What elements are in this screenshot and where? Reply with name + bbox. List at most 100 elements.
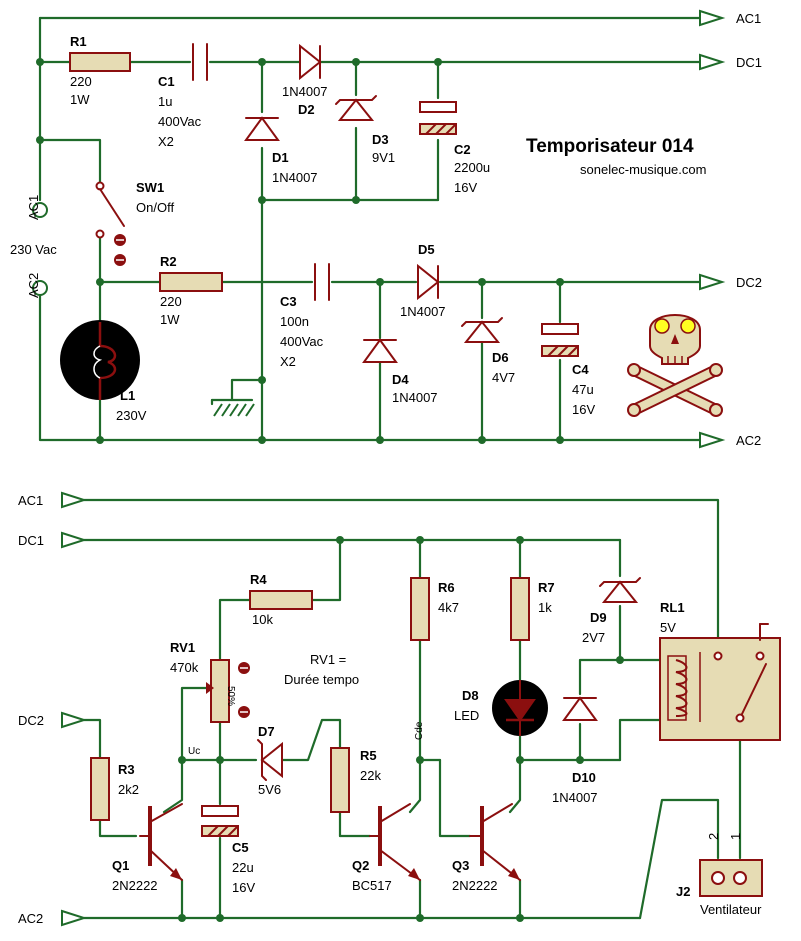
r5-value: 22k: [360, 768, 381, 783]
cde-net-label: Cde: [414, 721, 425, 740]
d5-part: 1N4007: [400, 304, 446, 319]
c1-capacitor: [192, 43, 208, 81]
r1-resistor: [69, 52, 131, 72]
d3-value: 9V1: [372, 150, 395, 165]
d9-ref: D9: [590, 610, 607, 625]
j2-ref: J2: [676, 884, 690, 899]
rv1-note-line2: Durée tempo: [284, 672, 359, 687]
d10-part: 1N4007: [552, 790, 598, 805]
c5-value: 22u: [232, 860, 254, 875]
d3-ref: D3: [372, 132, 389, 147]
c5-capacitor: [201, 805, 239, 837]
r6-value: 4k7: [438, 600, 459, 615]
d5-diode: [417, 263, 440, 301]
in-ac2-label: AC2: [18, 911, 43, 926]
sw1-value: On/Off: [136, 200, 174, 215]
rv1-potentiometer: [206, 659, 250, 723]
d2-part: 1N4007: [282, 84, 328, 99]
j2-connector: [699, 859, 763, 897]
r1-ref: R1: [70, 34, 87, 49]
c3-ref: C3: [280, 294, 297, 309]
d8-led: [492, 680, 548, 736]
r3-resistor: [90, 757, 110, 821]
l1-value: 230V: [116, 408, 147, 423]
c3-value: 100n: [280, 314, 309, 329]
out-dc1-label: DC1: [736, 55, 762, 70]
c4-ref: C4: [572, 362, 589, 377]
r2-power: 1W: [160, 312, 180, 327]
c4-voltage: 16V: [572, 402, 595, 417]
j2-value: Ventilateur: [700, 902, 762, 917]
rv1-value: 470k: [170, 660, 199, 675]
rv1-note-line1: RV1 =: [310, 652, 346, 667]
mains-voltage-label: 230 Vac: [10, 242, 57, 257]
c3-capacitor: [314, 263, 330, 301]
in-ac1-label: AC1: [18, 493, 43, 508]
d9-zener: [599, 577, 641, 603]
q2-ref: Q2: [352, 858, 369, 873]
d2-diode: [299, 43, 322, 81]
d7-value: 5V6: [258, 782, 281, 797]
c4-capacitor: [541, 323, 579, 357]
r3-ref: R3: [118, 762, 135, 777]
r5-ref: R5: [360, 748, 377, 763]
ac2-terminal: [32, 280, 48, 296]
d1-part: 1N4007: [272, 170, 318, 185]
c3-voltage: 400Vac: [280, 334, 324, 349]
d1-ref: D1: [272, 150, 289, 165]
q3-transistor: [469, 803, 521, 881]
c5-voltage: 16V: [232, 880, 255, 895]
rv1-ref: RV1: [170, 640, 195, 655]
r2-resistor: [159, 272, 223, 292]
ac1-terminal: [32, 202, 48, 218]
page-title: Temporisateur 014: [526, 136, 694, 157]
r3-value: 2k2: [118, 782, 139, 797]
r6-resistor: [410, 577, 430, 641]
d1-diode: [244, 116, 280, 141]
rl1-ref: RL1: [660, 600, 685, 615]
r4-ref: R4: [250, 572, 267, 587]
control-input-arrows: [61, 491, 88, 927]
c3-class: X2: [280, 354, 296, 369]
r1-power: 1W: [70, 92, 90, 107]
control-junctions: [178, 536, 624, 922]
q3-part: 2N2222: [452, 878, 498, 893]
c1-value: 1u: [158, 94, 172, 109]
rl1-value: 5V: [660, 620, 676, 635]
d7-zener: [257, 739, 283, 781]
power-wires: [38, 16, 702, 442]
danger-skull-icon: [627, 314, 723, 417]
c4-value: 47u: [572, 382, 594, 397]
q1-ref: Q1: [112, 858, 129, 873]
q2-transistor: [369, 803, 421, 881]
d10-diode: [562, 696, 598, 721]
r5-resistor: [330, 747, 350, 813]
d8-value: LED: [454, 708, 479, 723]
r7-value: 1k: [538, 600, 552, 615]
d3-zener: [335, 95, 377, 121]
website-label: sonelec-musique.com: [580, 162, 706, 177]
ac2-terminal-label: AC2: [26, 273, 41, 298]
d4-diode: [362, 338, 398, 363]
in-dc1-label: DC1: [18, 533, 44, 548]
r1-value: 220: [70, 74, 92, 89]
d6-ref: D6: [492, 350, 509, 365]
l1-ref: L1: [120, 388, 135, 403]
c1-ref: C1: [158, 74, 175, 89]
out-ac2-label: AC2: [736, 433, 761, 448]
j2-pin1-label: 1: [728, 833, 743, 840]
r4-resistor: [249, 590, 313, 610]
ac1-terminal-label: AC1: [26, 195, 41, 220]
rv1-percent: 50%: [225, 686, 236, 706]
d4-ref: D4: [392, 372, 409, 387]
c1-class: X2: [158, 134, 174, 149]
power-output-arrows: [699, 9, 726, 449]
c2-voltage: 16V: [454, 180, 477, 195]
power-junctions: [36, 58, 564, 444]
c2-value: 2200u: [454, 160, 490, 175]
d6-zener: [461, 317, 503, 343]
d10-ref: D10: [572, 770, 596, 785]
sw1-ref: SW1: [136, 180, 164, 195]
d7-ref: D7: [258, 724, 275, 739]
